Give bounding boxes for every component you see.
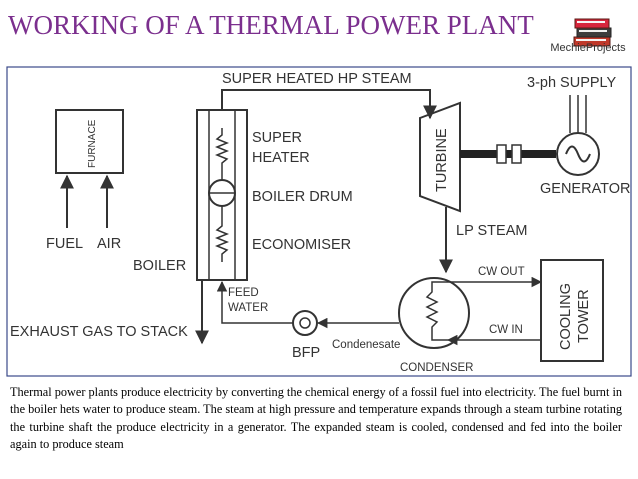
supply-label: 3-ph SUPPLY — [527, 75, 617, 91]
brand-name: MechieProjects — [550, 42, 626, 54]
diagram-border — [6, 66, 632, 377]
cw-in-label: CW IN — [489, 324, 523, 336]
bfp-pump — [292, 310, 318, 336]
turbine-label: TURBINE — [434, 128, 450, 192]
exhaust-gas-label: EXHAUST GAS TO STACK — [10, 324, 188, 340]
fuel-label: FUEL — [46, 236, 83, 252]
description-text: Thermal power plants produce electricity… — [10, 385, 623, 452]
furnace-label: FURNACE — [87, 119, 98, 168]
cooling-tower-label-2: TOWER — [576, 289, 592, 343]
books-logo-icon — [573, 18, 612, 47]
hp-steam-label: SUPER HEATED HP STEAM — [222, 71, 412, 87]
economiser-coil — [214, 218, 230, 262]
thermal-plant-diagram: FURNACE FUEL AIR BOILER SUPER HEATER BOI… — [6, 66, 632, 377]
page-title: WORKING OF A THERMAL POWER PLANT — [8, 10, 534, 40]
condenser-coil — [425, 281, 448, 341]
boiler-drum-label: BOILER DRUM — [252, 189, 353, 205]
generator-label: GENERATOR — [540, 181, 631, 197]
hp-steam-pipe — [221, 89, 437, 120]
condenser-label: CONDENSER — [400, 362, 473, 374]
economiser-label: ECONOMISER — [252, 237, 351, 253]
turbine-shaft — [460, 150, 556, 158]
feed-water-label-1: FEED — [228, 287, 259, 299]
feed-water-label-2: WATER — [228, 302, 268, 314]
feed-water-pipe — [216, 280, 293, 324]
lp-steam-label: LP STEAM — [456, 223, 527, 239]
shaft-coupling-1 — [496, 144, 507, 164]
super-heater-label-1: SUPER — [252, 130, 302, 146]
condenser-shape — [398, 277, 470, 349]
cooling-tower-label-1: COOLING — [558, 283, 574, 350]
air-label: AIR — [97, 236, 121, 252]
boiler-label: BOILER — [133, 258, 186, 274]
turbine-shape — [419, 101, 461, 213]
furnace-box — [55, 109, 124, 174]
super-heater-label-2: HEATER — [252, 150, 310, 166]
super-heater-coil — [214, 128, 230, 170]
cw-out-label: CW OUT — [478, 266, 525, 278]
shaft-coupling-2 — [511, 144, 522, 164]
condensate-label: Condenesate — [332, 339, 400, 351]
bfp-label: BFP — [292, 345, 320, 361]
cooling-tower-box — [540, 259, 604, 362]
